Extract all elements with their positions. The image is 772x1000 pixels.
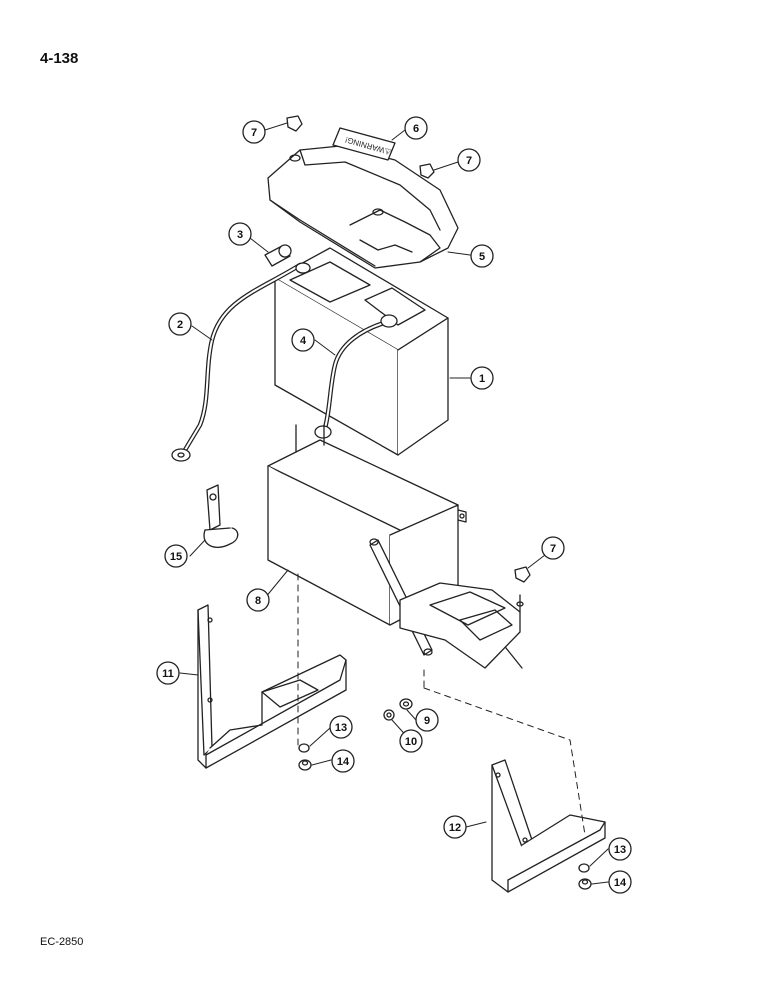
svg-text:15: 15: [170, 551, 182, 563]
clip-top-left: [286, 115, 303, 132]
battery-cable-short: [314, 314, 398, 439]
svg-text:13: 13: [335, 722, 347, 734]
svg-text:7: 7: [550, 543, 556, 555]
leader-lines: [179, 122, 609, 885]
washer-left: [298, 743, 310, 753]
callout-3: 3: [228, 222, 252, 246]
svg-text:6: 6: [413, 123, 419, 135]
svg-text:5: 5: [479, 251, 485, 263]
svg-text:3: 3: [237, 229, 243, 241]
svg-text:7: 7: [466, 155, 472, 167]
svg-text:13: 13: [614, 844, 626, 856]
svg-text:2: 2: [177, 319, 183, 331]
svg-text:12: 12: [449, 822, 461, 834]
callout-14-left: 14: [331, 749, 355, 773]
guide-lines: [297, 573, 586, 836]
figure-code: EC-2850: [40, 936, 84, 948]
callout-2: 2: [168, 312, 192, 336]
nut-left: [298, 759, 312, 771]
clip-right: [514, 566, 531, 583]
callout-7-right: 7: [541, 536, 565, 560]
battery: [274, 247, 449, 456]
svg-text:10: 10: [405, 736, 417, 748]
warning-decal: ⚠WARNING!: [332, 127, 396, 161]
page-number: 4-138: [40, 50, 79, 67]
nut-right: [578, 878, 592, 890]
callout-4: 4: [291, 328, 315, 352]
callout-14-right: 14: [608, 870, 632, 894]
callout-10: 10: [399, 729, 423, 753]
svg-text:1: 1: [479, 373, 485, 385]
washer: [383, 709, 395, 721]
callout-12: 12: [443, 815, 467, 839]
terminal-cap: [264, 244, 292, 267]
callout-1: 1: [470, 366, 494, 390]
callout-11: 11: [156, 661, 180, 685]
callout-13-left: 13: [329, 715, 353, 739]
callout-5: 5: [470, 244, 494, 268]
callout-7-top-left: 7: [242, 120, 266, 144]
svg-text:4: 4: [300, 335, 307, 347]
svg-text:14: 14: [337, 756, 350, 768]
svg-text:14: 14: [614, 877, 627, 889]
support-bracket-left: [197, 604, 347, 769]
svg-text:11: 11: [162, 668, 174, 680]
hold-down-bracket: [369, 538, 524, 669]
callout-6: 6: [404, 116, 428, 140]
svg-text:7: 7: [251, 127, 257, 139]
cable-clamp: [203, 484, 239, 548]
callout-13-right: 13: [608, 837, 632, 861]
svg-text:9: 9: [424, 715, 430, 727]
nut: [399, 698, 413, 710]
support-bracket-right: [491, 759, 606, 893]
callout-7-top-right: 7: [457, 148, 481, 172]
callout-9: 9: [415, 708, 439, 732]
callout-15: 15: [164, 544, 188, 568]
callout-8: 8: [246, 588, 270, 612]
washer-right: [578, 863, 590, 873]
clip-top-right: [419, 163, 435, 179]
battery-cover: [267, 145, 459, 269]
svg-text:8: 8: [255, 595, 261, 607]
